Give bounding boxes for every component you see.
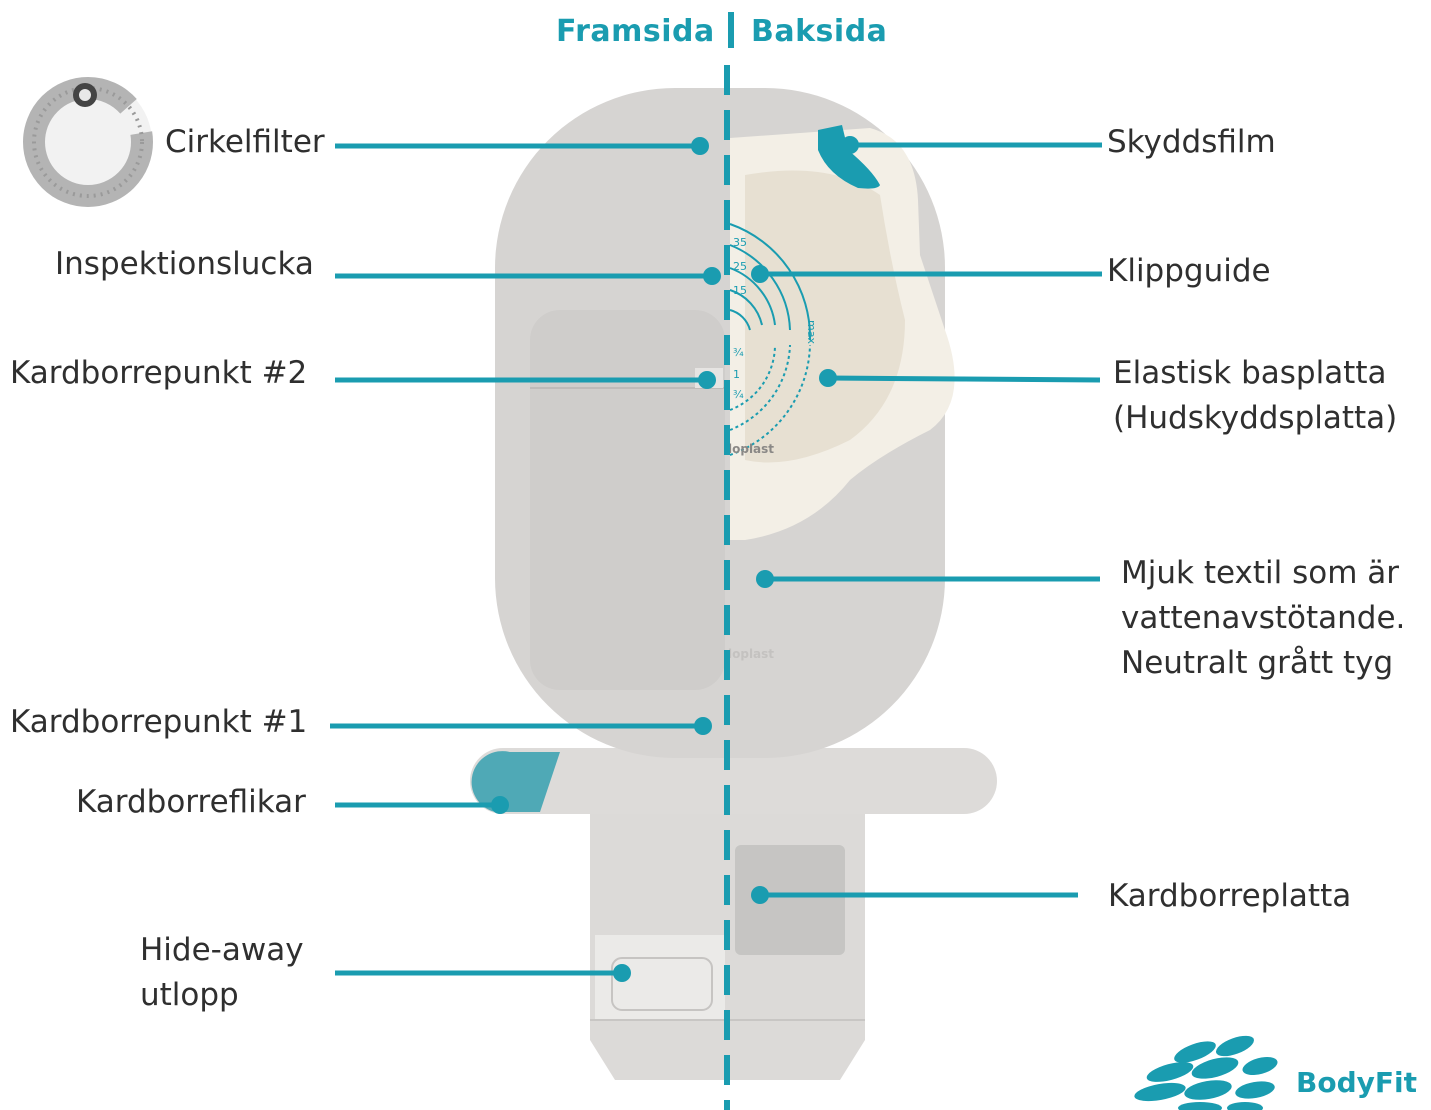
label-kardborrepunkt-2: Kardborrepunkt #2 [10, 351, 307, 395]
label-klippguide: Klippguide [1107, 249, 1271, 293]
label-cirkelfilter: Cirkelfilter [165, 120, 325, 164]
back-header: Baksida [751, 14, 887, 49]
label-basplatta-line1: Elastisk basplatta [1113, 351, 1387, 395]
label-basplatta-line2: (Hudskyddsplatta) [1113, 396, 1397, 440]
svg-text:¾: ¾ [733, 388, 744, 401]
label-hideaway-line2: utlopp [140, 973, 239, 1017]
svg-text:¾: ¾ [733, 346, 744, 359]
svg-text:max: max [805, 320, 818, 344]
brand-print-top: loplast [728, 442, 774, 456]
label-textil-line2: vattenavstötande. [1121, 596, 1405, 640]
label-textil-line3: Neutralt grått tyg [1121, 641, 1393, 685]
svg-text:15: 15 [733, 284, 747, 297]
label-kardborrepunkt-1: Kardborrepunkt #1 [10, 700, 307, 744]
label-textil-line1: Mjuk textil som är [1121, 551, 1399, 595]
bodyfit-logo-text: BodyFit [1296, 1066, 1417, 1099]
svg-text:25: 25 [733, 260, 747, 273]
brand-print-bottom: loplast [728, 647, 774, 661]
circle-filter-thumbnail [24, 78, 152, 206]
bodyfit-logo-mark [1133, 1032, 1279, 1110]
svg-text:35: 35 [733, 236, 747, 249]
front-header: Framsida [556, 14, 715, 49]
label-inspektionslucka: Inspektionslucka [55, 242, 314, 286]
svg-text:1: 1 [733, 368, 740, 381]
label-skyddsfilm: Skyddsfilm [1107, 120, 1276, 164]
label-hideaway-line1: Hide-away [140, 928, 304, 972]
label-kardborreflikar: Kardborreflikar [76, 780, 306, 824]
label-kardborreplatta: Kardborreplatta [1108, 874, 1351, 918]
